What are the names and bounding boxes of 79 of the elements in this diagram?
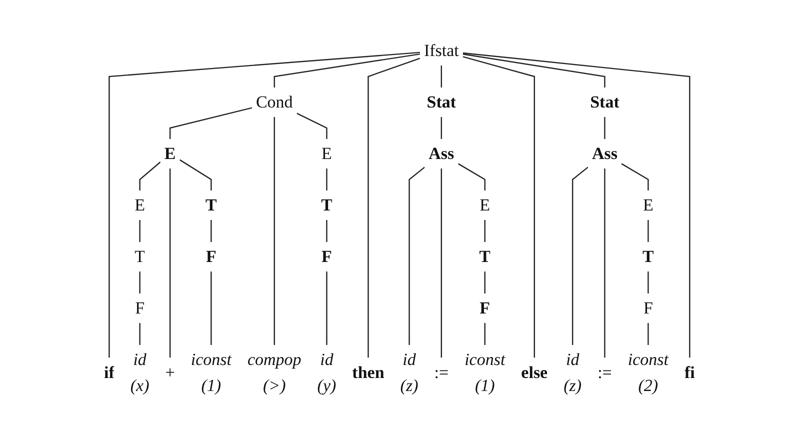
connector bbox=[138, 162, 160, 190]
connector bbox=[572, 166, 588, 345]
node-text: id bbox=[320, 350, 333, 369]
node-label: (>) bbox=[262, 376, 286, 394]
node-text: F bbox=[479, 298, 490, 318]
connector bbox=[440, 66, 442, 88]
node-text: T bbox=[478, 247, 490, 266]
connector bbox=[620, 163, 648, 190]
connector bbox=[484, 323, 486, 345]
connector bbox=[210, 220, 212, 242]
connector bbox=[273, 117, 275, 345]
node-label: (1) bbox=[474, 376, 494, 394]
connector bbox=[484, 220, 486, 242]
node-label: (z) bbox=[400, 376, 418, 394]
connector bbox=[108, 52, 420, 358]
node-text: iconst bbox=[464, 350, 505, 369]
node-text: F bbox=[643, 298, 652, 318]
node-text: fi bbox=[684, 362, 694, 382]
node-text: + bbox=[164, 362, 174, 382]
connector bbox=[296, 112, 327, 139]
connector bbox=[326, 272, 327, 345]
node-text: id bbox=[566, 350, 579, 369]
connector bbox=[484, 272, 486, 294]
node-text: if bbox=[104, 362, 114, 382]
connector bbox=[169, 168, 170, 358]
connector bbox=[169, 107, 252, 139]
node-text: F bbox=[321, 247, 332, 266]
node-text: T bbox=[320, 196, 332, 214]
node-text: then bbox=[352, 362, 384, 382]
connector bbox=[440, 168, 442, 358]
node-text: E bbox=[479, 196, 490, 214]
connector bbox=[326, 220, 327, 242]
connector bbox=[210, 272, 212, 345]
node-text: T bbox=[134, 247, 145, 266]
node-text: id bbox=[132, 350, 146, 369]
connector bbox=[326, 168, 327, 190]
connector bbox=[457, 163, 486, 190]
node-text: E bbox=[642, 196, 653, 214]
connector bbox=[440, 117, 442, 139]
connector bbox=[138, 323, 140, 345]
connector bbox=[408, 166, 425, 345]
node-label: (1) bbox=[200, 376, 221, 394]
node-text: Cond bbox=[256, 92, 292, 112]
connector bbox=[647, 272, 648, 294]
node-label: (z) bbox=[563, 376, 582, 394]
node-text: Stat bbox=[426, 92, 456, 112]
node-text: Ifstat bbox=[424, 41, 458, 60]
connector bbox=[367, 58, 420, 358]
node-text: Ass bbox=[592, 144, 618, 163]
node-text: E bbox=[164, 144, 176, 163]
node-text: Ass bbox=[428, 144, 454, 163]
connector bbox=[604, 168, 605, 358]
connector bbox=[462, 54, 605, 88]
connector bbox=[273, 53, 420, 88]
node-text: T bbox=[642, 247, 654, 266]
node-text: id bbox=[402, 350, 416, 369]
connector bbox=[178, 159, 212, 190]
node-label: (y) bbox=[316, 376, 336, 394]
connector bbox=[604, 117, 605, 139]
node-label: (2) bbox=[638, 376, 658, 394]
connector bbox=[647, 323, 648, 345]
connector bbox=[462, 52, 690, 358]
node-text: iconst bbox=[190, 350, 232, 369]
node-text: iconst bbox=[627, 350, 668, 369]
node-text: compop bbox=[247, 350, 301, 369]
node-text: E bbox=[321, 144, 332, 163]
connector bbox=[138, 220, 140, 242]
node-text: := bbox=[434, 362, 448, 382]
node-text: Stat bbox=[590, 92, 619, 112]
node-text: else bbox=[520, 362, 548, 382]
node-text: F bbox=[206, 247, 216, 266]
node-text: E bbox=[134, 196, 145, 214]
connector bbox=[138, 272, 140, 294]
connector bbox=[647, 220, 648, 242]
node-label: (x) bbox=[130, 376, 149, 394]
node-text: T bbox=[205, 196, 216, 214]
node-text: F bbox=[134, 298, 144, 318]
connector bbox=[462, 56, 535, 358]
node-text: := bbox=[597, 362, 612, 382]
